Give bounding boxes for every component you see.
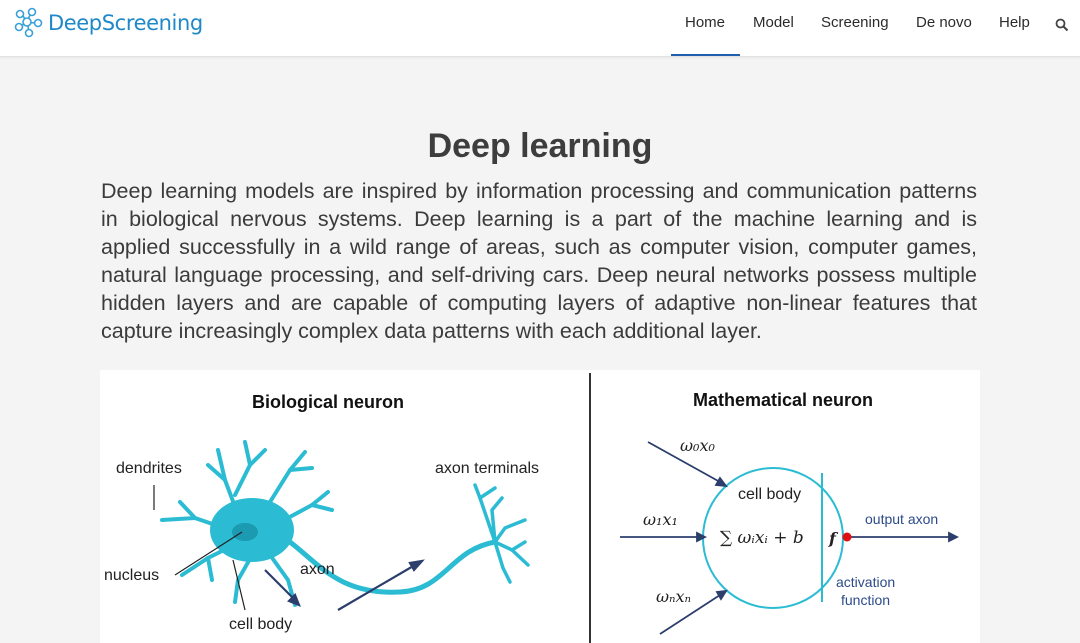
axon-terminals [473, 483, 530, 584]
label-bio-cell-body: cell body [229, 616, 293, 633]
signal-arrows [264, 559, 425, 611]
mathematical-neuron-diagram [620, 441, 960, 635]
output-dot [842, 532, 852, 542]
page-title: Deep learning [427, 127, 653, 165]
nav-help[interactable]: Help [999, 14, 1030, 31]
input-arrows [620, 441, 960, 635]
active-nav-indicator [671, 54, 740, 56]
label-activation-f: f [829, 529, 836, 548]
nav-screening[interactable]: Screening [821, 14, 889, 31]
biological-neuron-illustration [153, 440, 530, 611]
neuron-axon [287, 539, 498, 595]
label-sum-formula: ∑ ωᵢxᵢ + b [720, 528, 804, 548]
logo-molecule-icon [14, 7, 43, 38]
neuron-nucleus [232, 523, 258, 541]
label-w1x1: ω₁x₁ [643, 510, 678, 529]
label-math-cell-body: cell body [738, 486, 802, 503]
label-axon-terminals: axon terminals [435, 460, 540, 477]
label-nucleus: nucleus [104, 567, 160, 584]
figure-divider [589, 373, 591, 643]
bio-neuron-title: Biological neuron [252, 392, 405, 412]
label-output-axon: output axon [865, 511, 939, 527]
intro-paragraph: Deep learning models are inspired by inf… [101, 179, 977, 343]
label-axon: axon [300, 561, 335, 578]
bio-pointer-lines [153, 485, 246, 611]
nav-model[interactable]: Model [753, 14, 794, 31]
search-icon[interactable] [1055, 18, 1069, 32]
label-w0x0: ω₀x₀ [680, 436, 715, 455]
label-activation-line2: function [841, 592, 891, 608]
label-wnxn: ωₙxₙ [656, 587, 692, 606]
site-logo[interactable]: DeepScreening [10, 5, 203, 41]
label-dendrites: dendrites [116, 460, 182, 477]
neuron-figure: Biological neuron [100, 370, 980, 643]
nav-home[interactable]: Home [685, 14, 726, 31]
top-navbar: DeepScreening Home Model Screening De no… [0, 0, 1080, 57]
math-neuron-title: Mathematical neuron [693, 390, 874, 410]
nav-de-novo[interactable]: De novo [916, 14, 972, 31]
label-activation-line1: activation [836, 574, 896, 590]
logo-text: DeepScreening [48, 11, 203, 35]
